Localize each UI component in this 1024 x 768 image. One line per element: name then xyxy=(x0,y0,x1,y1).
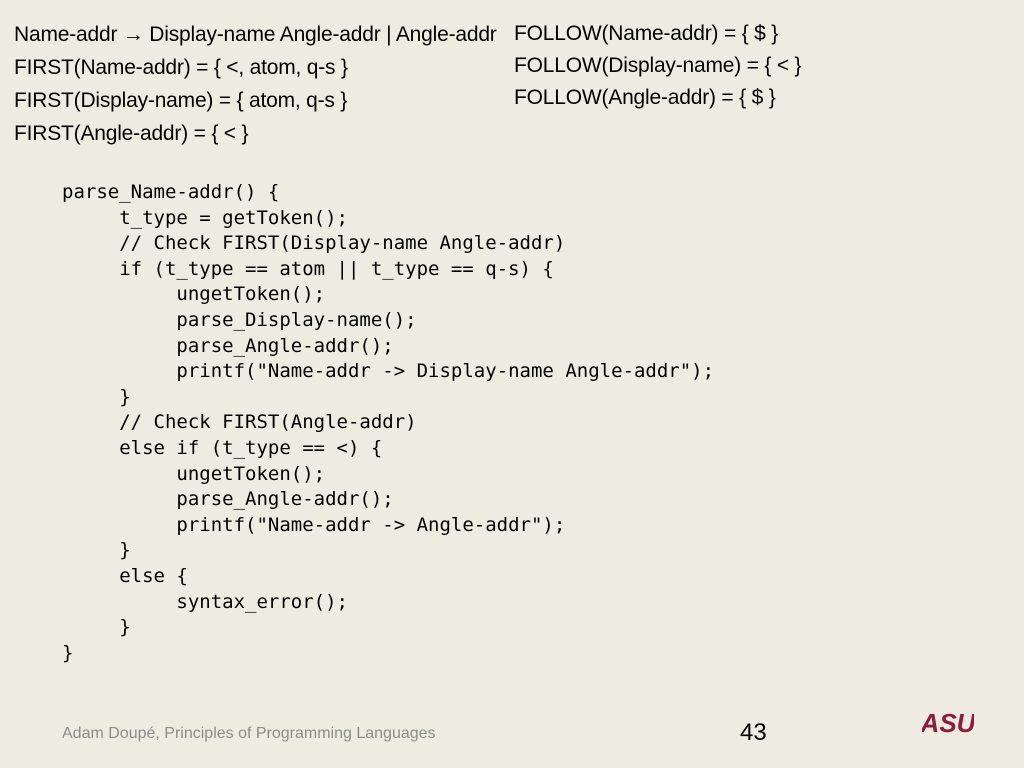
production-rule: Name-addr → Display-name Angle-addr | An… xyxy=(14,23,497,46)
follow-sets: FOLLOW(Name-addr) = { $ } FOLLOW(Display… xyxy=(514,18,1014,114)
page-number: 43 xyxy=(740,719,767,746)
grammar-rules: Name-addr → Display-name Angle-addr | An… xyxy=(14,20,514,152)
code-line: ungetToken(); xyxy=(62,462,326,485)
code-line: parse_Display-name(); xyxy=(62,308,417,331)
first-set-name-addr: FIRST(Name-addr) = { <, atom, q-s } xyxy=(14,56,348,79)
code-line: } xyxy=(62,616,131,639)
first-set-display-name: FIRST(Display-name) = { atom, q-s } xyxy=(14,89,348,112)
code-line: else { xyxy=(62,564,188,587)
code-line: printf("Name-addr -> Display-name Angle-… xyxy=(62,360,715,383)
code-line: // Check FIRST(Angle-addr) xyxy=(62,411,417,434)
code-line: printf("Name-addr -> Angle-addr"); xyxy=(62,513,566,536)
code-line: ungetToken(); xyxy=(62,283,326,306)
code-line: parse_Angle-addr(); xyxy=(62,488,394,511)
code-line: else if (t_type == <) { xyxy=(62,436,383,459)
code-line: syntax_error(); xyxy=(62,590,348,613)
code-line: parse_Name-addr() { xyxy=(62,181,280,203)
code-line: } xyxy=(62,641,74,664)
code-line: parse_Angle-addr(); xyxy=(62,334,394,357)
follow-set-angle-addr: FOLLOW(Angle-addr) = { $ } xyxy=(514,86,776,109)
follow-set-name-addr: FOLLOW(Name-addr) = { $ } xyxy=(514,22,779,45)
code-line: if (t_type == atom || t_type == q-s) { xyxy=(62,257,554,280)
parser-code: parse_Name-addr() { t_type = getToken();… xyxy=(62,180,714,666)
footer-author: Adam Doupé, Principles of Programming La… xyxy=(62,725,436,742)
code-line: } xyxy=(62,385,131,408)
asu-logo-text: ASU xyxy=(922,709,974,737)
code-line: // Check FIRST(Display-name Angle-addr) xyxy=(62,232,566,255)
code-line: } xyxy=(62,539,131,562)
asu-logo-icon: ASU xyxy=(922,709,974,737)
follow-set-display-name: FOLLOW(Display-name) = { < } xyxy=(514,54,802,77)
first-set-angle-addr: FIRST(Angle-addr) = { < } xyxy=(14,122,249,145)
code-line: t_type = getToken(); xyxy=(62,206,348,229)
